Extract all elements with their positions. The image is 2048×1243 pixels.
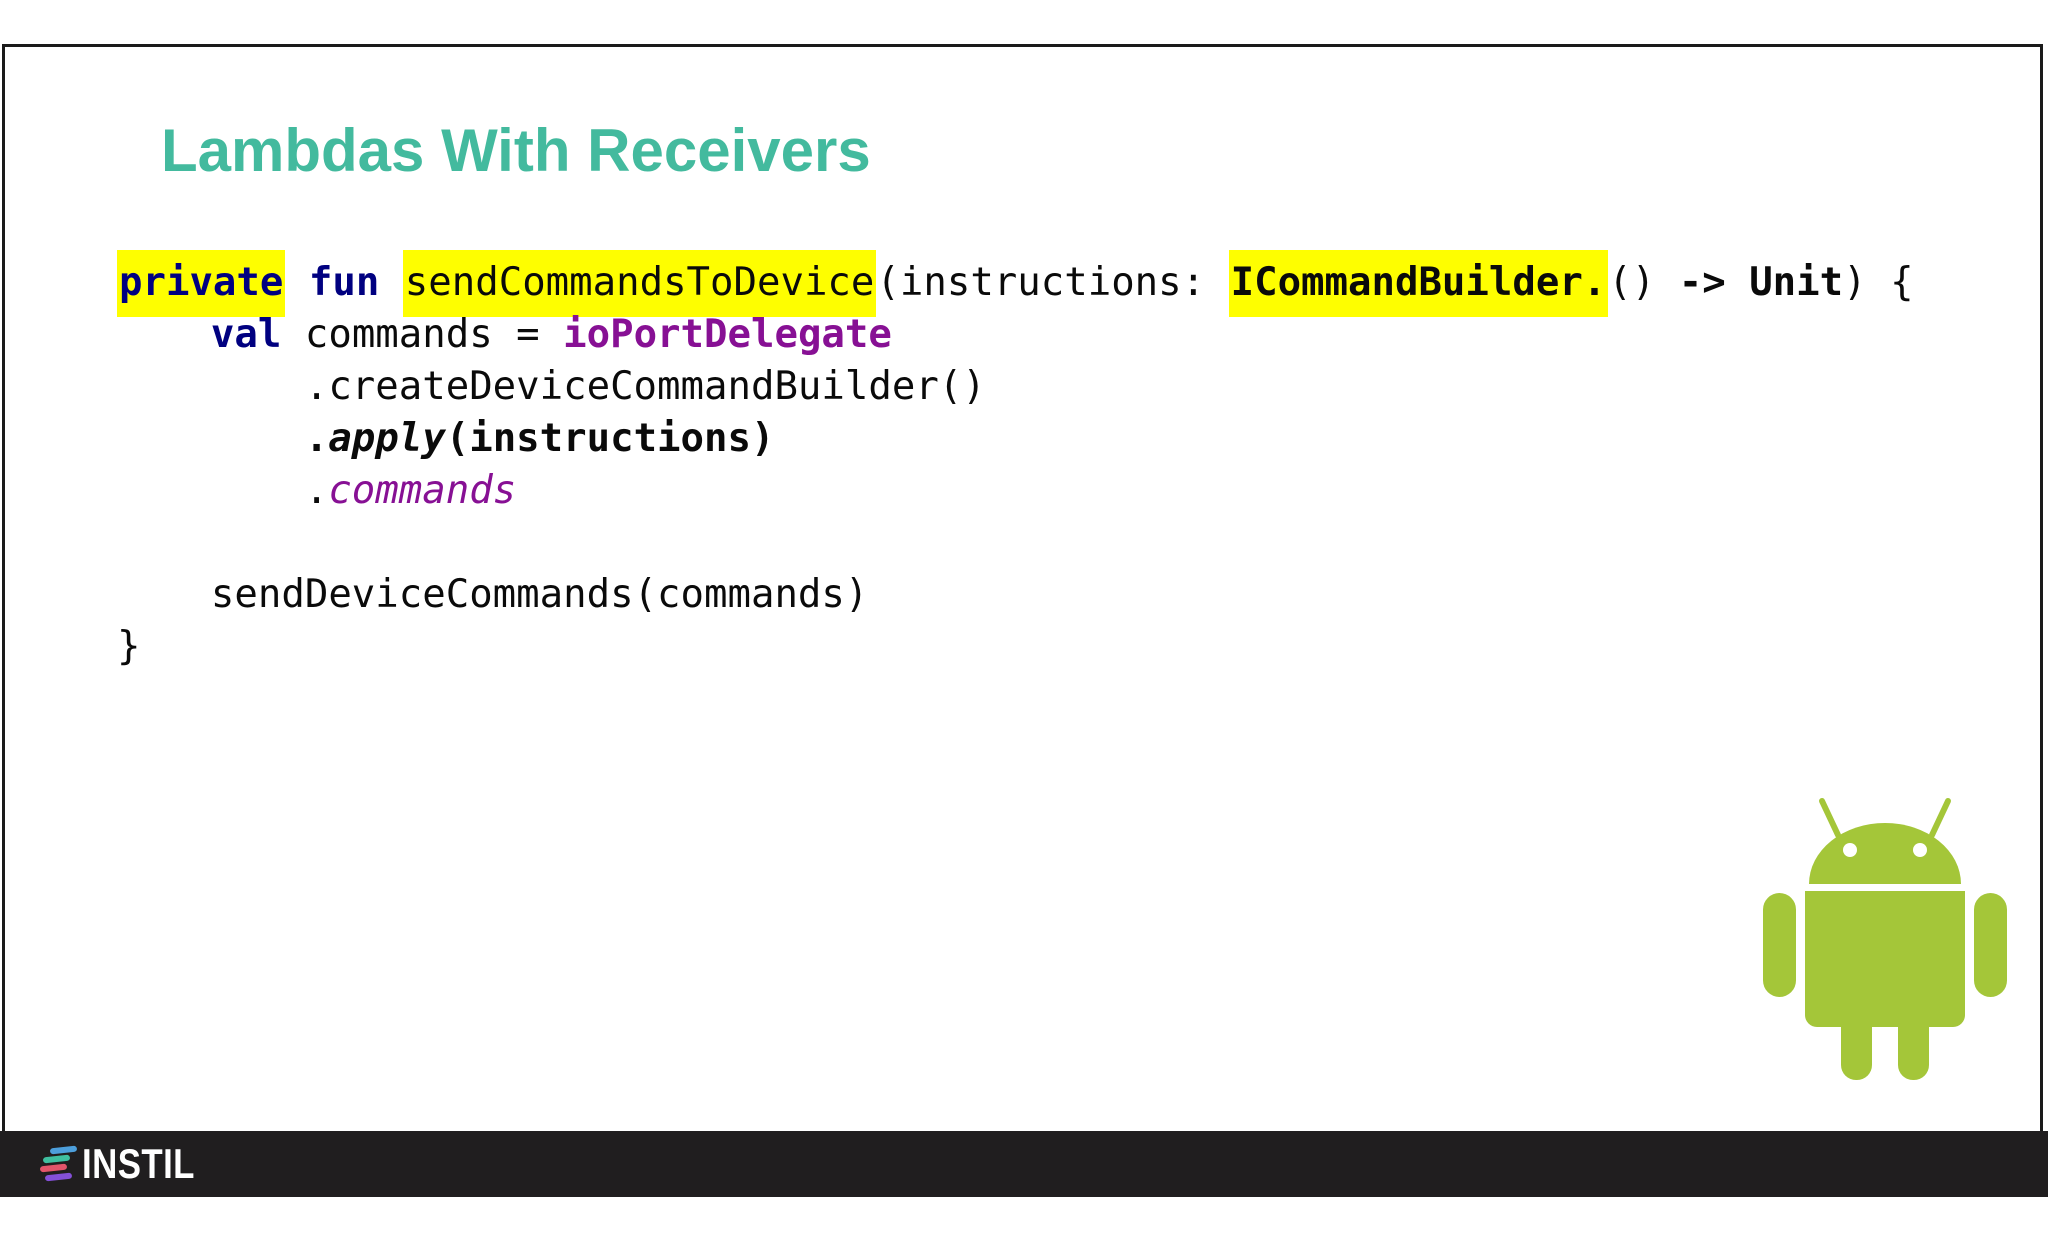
- code-line: .commands: [117, 465, 1914, 517]
- android-arm-right: [1974, 893, 2007, 997]
- code-token: (): [1608, 260, 1679, 305]
- android-robot-icon: [1763, 798, 2007, 1080]
- code-token: apply: [328, 416, 446, 461]
- code-line: val commands = ioPortDelegate: [117, 309, 1914, 361]
- code-token: private: [117, 250, 286, 317]
- code-token: val: [210, 312, 282, 357]
- instil-logo-bar: [44, 1172, 73, 1182]
- slide-frame: Lambdas With Receivers private fun sendC…: [2, 44, 2043, 1197]
- instil-logo-bar: [42, 1154, 71, 1164]
- code-token: commands =: [281, 312, 564, 357]
- android-body: [1805, 891, 1965, 1027]
- code-line: .apply(instructions): [117, 413, 1914, 465]
- instil-logo-bar: [49, 1145, 78, 1155]
- code-token: -> Unit: [1678, 260, 1844, 305]
- code-token: [117, 312, 211, 357]
- code-token: [285, 260, 308, 305]
- code-token: fun: [308, 260, 380, 305]
- code-block: private fun sendCommandsToDevice(instruc…: [117, 250, 1914, 673]
- code-token: }: [117, 624, 141, 669]
- android-eye-left: [1843, 843, 1857, 857]
- android-antenna-right: [1929, 798, 1951, 838]
- code-token: commands: [328, 468, 517, 513]
- code-token: [117, 416, 305, 461]
- code-line: }: [117, 621, 1914, 673]
- footer-bar: INSTIL: [0, 1131, 2048, 1197]
- android-head: [1809, 823, 1961, 884]
- code-token: ) {: [1843, 260, 1914, 305]
- code-token: .createDeviceCommandBuilder(): [117, 364, 986, 409]
- code-line: [117, 517, 1914, 569]
- code-line: private fun sendCommandsToDevice(instruc…: [117, 250, 1914, 317]
- code-line: .createDeviceCommandBuilder(): [117, 361, 1914, 413]
- instil-logo-icon: [39, 1145, 84, 1183]
- code-token: (instructions:: [876, 260, 1229, 305]
- slide-title: Lambdas With Receivers: [161, 117, 871, 184]
- code-token: ICommandBuilder.: [1228, 250, 1609, 317]
- android-antenna-left: [1819, 798, 1841, 838]
- code-token: .: [304, 416, 329, 461]
- instil-logo-bar: [39, 1163, 68, 1173]
- code-token: [379, 260, 402, 305]
- code-token: (instructions): [445, 416, 775, 461]
- android-arm-left: [1763, 893, 1796, 997]
- brand-name: INSTIL: [82, 1140, 195, 1187]
- code-token: sendDeviceCommands(commands): [117, 572, 869, 617]
- android-eye-right: [1913, 843, 1927, 857]
- code-line: sendDeviceCommands(commands): [117, 569, 1914, 621]
- code-token: ioPortDelegate: [563, 312, 892, 357]
- code-token: sendCommandsToDevice: [402, 250, 877, 317]
- code-token: .: [117, 468, 329, 513]
